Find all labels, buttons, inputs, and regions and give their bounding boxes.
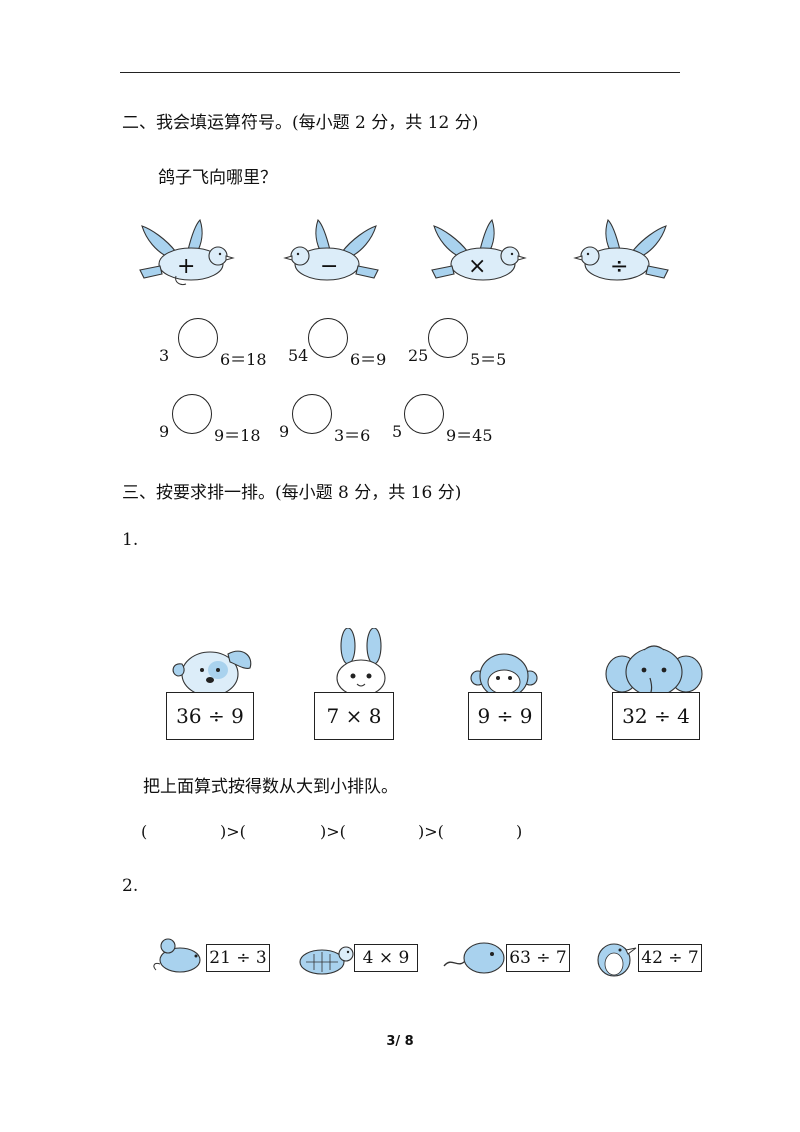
order-paren-1: )>( — [220, 822, 246, 841]
top-rule — [120, 72, 680, 73]
q1-number: 1. — [122, 530, 139, 550]
eq4-right: 9＝18 — [214, 426, 261, 445]
dove-divide-sign: ÷ — [610, 254, 629, 279]
turtle-expression-card: 4 × 9 — [354, 944, 418, 972]
dove-times — [431, 218, 527, 281]
eq3-right: 5＝5 — [470, 350, 507, 369]
eq5-left: 9 — [279, 422, 290, 441]
section-3-title: 三、按要求排一排。(每小题 8 分，共 16 分) — [122, 483, 462, 503]
section-2-title: 二、我会填运算符号。(每小题 2 分，共 12 分) — [122, 113, 479, 133]
dove-plus-sign: + — [177, 254, 196, 279]
tadpole-illustration — [443, 942, 505, 974]
eq6-left: 5 — [392, 422, 403, 441]
tadpole-expression-card: 63 ÷ 7 — [506, 944, 570, 972]
section-2-prompt: 鸽子飞向哪里？ — [158, 168, 277, 188]
page-number: 3/ 8 — [386, 1034, 414, 1049]
dog-illustration — [172, 650, 252, 696]
eq4-left: 9 — [159, 422, 170, 441]
eq4-answer-circle[interactable] — [172, 394, 212, 434]
eq1-right: 6＝18 — [220, 350, 267, 369]
monkey-expression-card: 9 ÷ 9 — [468, 692, 542, 740]
mouse-expression-card: 21 ÷ 3 — [206, 944, 270, 972]
order-paren-0: ( — [141, 822, 148, 841]
eq3-answer-circle[interactable] — [428, 318, 468, 358]
rabbit-illustration — [336, 628, 386, 696]
eq1-left: 3 — [159, 346, 170, 365]
dove-minus-sign: − — [320, 254, 339, 279]
eq5-right: 3＝6 — [334, 426, 371, 445]
eq2-answer-circle[interactable] — [308, 318, 348, 358]
eq5-answer-circle[interactable] — [292, 394, 332, 434]
eq1-answer-circle[interactable] — [178, 318, 218, 358]
turtle-illustration — [299, 946, 354, 975]
eq6-answer-circle[interactable] — [404, 394, 444, 434]
q1-instruction: 把上面算式按得数从大到小排队。 — [143, 777, 398, 797]
penguin-expression-card: 42 ÷ 7 — [638, 944, 702, 972]
dove-plus — [139, 218, 235, 285]
order-paren-2: )>( — [320, 822, 346, 841]
eq2-right: 6＝9 — [350, 350, 387, 369]
dove-divide — [573, 218, 669, 281]
eq3-left: 25 — [408, 346, 429, 365]
q2-number: 2. — [122, 876, 139, 896]
order-paren-3: )>( — [418, 822, 444, 841]
eq6-right: 9＝45 — [446, 426, 493, 445]
dove-times-sign: × — [468, 254, 487, 279]
order-paren-4: ) — [516, 822, 523, 841]
elephant-illustration — [605, 645, 703, 697]
penguin-illustration — [597, 943, 637, 977]
elephant-expression-card: 32 ÷ 4 — [612, 692, 700, 740]
mouse-illustration — [153, 938, 201, 973]
dove-minus — [283, 218, 379, 281]
rabbit-expression-card: 7 × 8 — [314, 692, 394, 740]
eq2-left: 54 — [288, 346, 309, 365]
dog-expression-card: 36 ÷ 9 — [166, 692, 254, 740]
